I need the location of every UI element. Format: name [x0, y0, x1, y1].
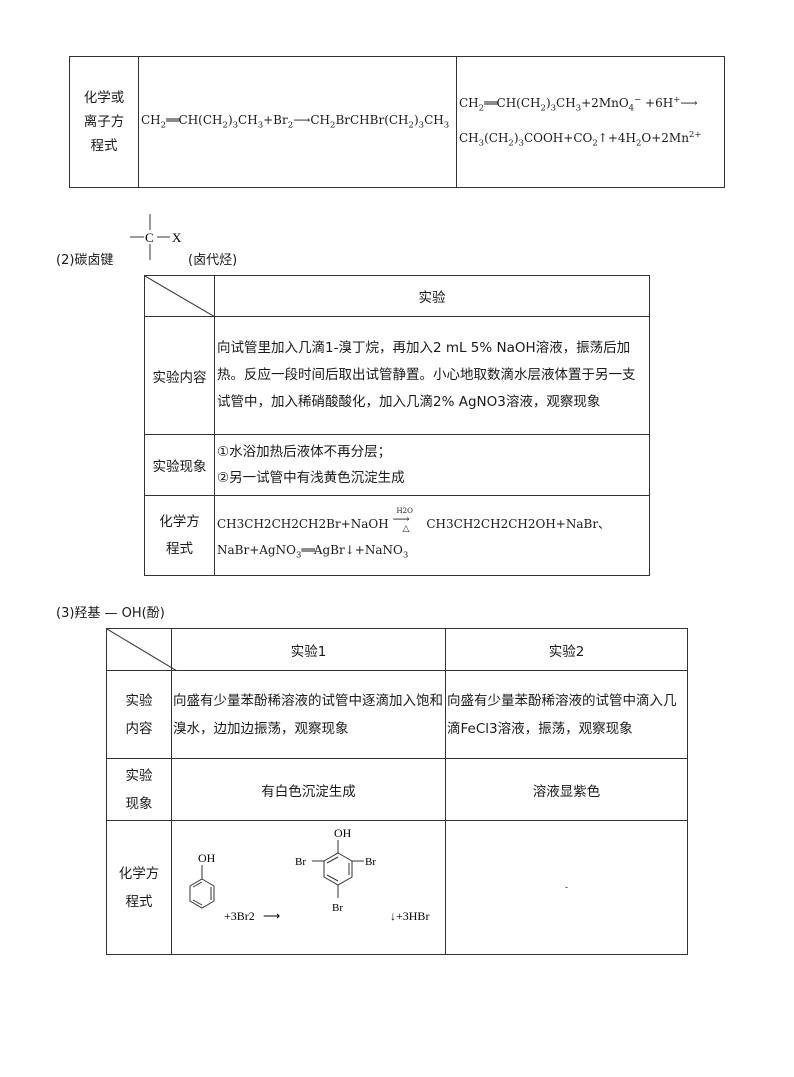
- diagonal-header-cell: [106, 628, 177, 671]
- experiment-phenomenon: ①水浴加热后液体不再分层； ②另一试管中有浅黄色沉淀生成: [214, 434, 650, 496]
- br-right-label: Br: [365, 856, 376, 868]
- svg-text:⟶: ⟶: [263, 909, 280, 923]
- content-experiment-2: 向盛有少量苯酚稀溶液的试管中滴入几滴FeCl3溶液，振荡，观察现象: [445, 670, 688, 759]
- haloalkane-table: 实验 实验内容 向试管里加入几滴1-溴丁烷，再加入2 mL 5% NaOH溶液，…: [144, 275, 650, 576]
- label-content: 实验 内容: [106, 670, 172, 759]
- oxidation-equation: CH2══CH(CH2)3CH3+2MnO4− +6H+⟶ CH3(CH2)3C…: [456, 56, 725, 188]
- label-equation-line: 程式: [166, 540, 193, 557]
- hydrolysis-equations: CH3CH2CH2CH2Br+NaOH H2O ⟶ △ CH3CH2CH2CH2…: [214, 495, 650, 576]
- bromination-equation: OH +3Br2 ⟶ OH: [171, 820, 446, 955]
- product-oh-label: OH: [334, 826, 352, 840]
- condition-heat: △: [402, 523, 410, 534]
- header-experiment-1: 实验1: [171, 628, 446, 671]
- label-experiment-content: 实验内容: [144, 316, 215, 435]
- label-equation: 化学方 程式: [144, 495, 215, 576]
- oxidation-equation-line-1: CH2══CH(CH2)3CH3+2MnO4− +6H+⟶: [459, 94, 698, 113]
- struct-halogen-label: X: [172, 230, 182, 245]
- header-experiment: 实验: [214, 275, 650, 317]
- phenomenon-experiment-2: 溶液显紫色: [445, 758, 688, 821]
- hydrolysis-equation-line-1: CH3CH2CH2CH2Br+NaOH H2O ⟶ △ CH3CH2CH2CH2…: [217, 506, 611, 534]
- phenomenon-experiment-1: 有白色沉淀生成: [171, 758, 446, 821]
- row-label-line: 离子方: [83, 114, 125, 130]
- section-3-heading: (3)羟基 — OH(酚): [56, 606, 165, 621]
- addition-equation: CH2══CH(CH2)3CH3+Br2⟶CH2BrCHBr(CH2)3CH3: [138, 56, 457, 188]
- br-left-label: Br: [295, 856, 306, 868]
- content-experiment-1: 向盛有少量苯酚稀溶液的试管中逐滴加入饱和溴水，边加边振荡，观察现象: [171, 670, 446, 759]
- row-label-equation: 化学或 离子方 程式: [69, 56, 139, 188]
- section-2-suffix: (卤代烃): [188, 253, 238, 268]
- phenol-ring: [189, 878, 215, 909]
- phenol-table: 实验1 实验2 实验 内容 向盛有少量苯酚稀溶液的试管中逐滴加入饱和溴水，边加边…: [106, 628, 688, 955]
- section-2-prefix: (2)碳卤键: [56, 253, 114, 268]
- header-experiment-2: 实验2: [445, 628, 688, 671]
- label-equation: 化学方 程式: [106, 820, 172, 955]
- phenomenon-line: ②另一试管中有浅黄色沉淀生成: [217, 470, 405, 486]
- condition-water: H2O: [396, 506, 413, 515]
- equation-experiment-2: -: [445, 820, 688, 955]
- section-2-heading: (2)碳卤键: [56, 249, 113, 268]
- label-phenomenon: 实验 现象: [106, 758, 172, 821]
- experiment-content-text: 向试管里加入几滴1-溴丁烷，再加入2 mL 5% NaOH溶液，振荡后加热。反应…: [214, 316, 650, 435]
- struct-carbon-label: C: [145, 230, 154, 245]
- row-label-line: 化学或: [83, 90, 125, 106]
- br-bottom-label: Br: [332, 902, 343, 914]
- phenomenon-line: ①水浴加热后液体不再分层；: [217, 444, 392, 460]
- precipitation-equation: NaBr+AgNO3══AgBr↓+NaNO3: [217, 542, 409, 561]
- carbon-halogen-structure: C X: [130, 214, 182, 260]
- product-ring: [323, 852, 353, 886]
- row-label-line: 程式: [90, 138, 118, 154]
- bromine-reagent: +3Br2: [224, 909, 255, 923]
- hbr-product: ↓+3HBr: [390, 909, 429, 923]
- diagonal-header-cell: [144, 275, 215, 317]
- reaction-table-top: 化学或 离子方 程式 CH2══CH(CH2)3CH3+Br2⟶CH2BrCHB…: [69, 56, 725, 188]
- bromination-structures: OH +3Br2 ⟶ OH: [189, 826, 429, 923]
- phenol-oh-label: OH: [198, 851, 216, 865]
- label-experiment-phenomenon: 实验现象: [144, 434, 215, 496]
- oxidation-equation-line-2: CH3(CH2)3COOH+CO2↑+4H2O+2Mn2+: [459, 130, 702, 149]
- label-equation-line: 化学方: [159, 513, 200, 530]
